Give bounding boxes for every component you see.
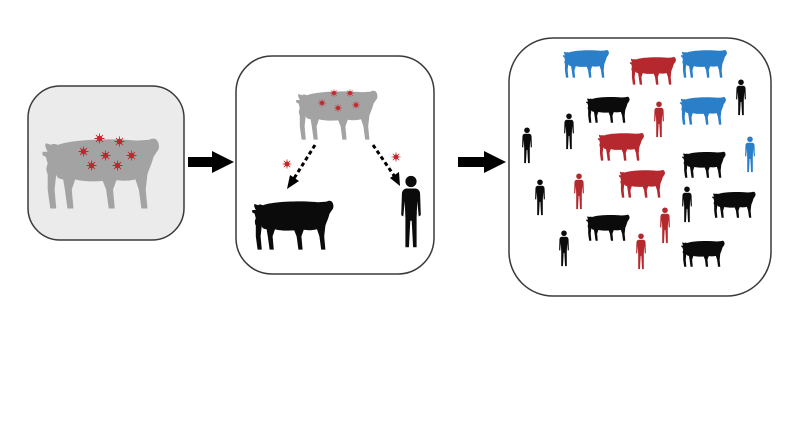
dotted-arrow-icon xyxy=(287,144,317,189)
arrow-right-icon xyxy=(188,151,234,173)
pathogen-icon xyxy=(112,160,123,171)
pathogen-icon xyxy=(346,89,354,97)
pathogen-icon xyxy=(318,99,326,107)
pathogen-icon xyxy=(86,160,97,171)
pathogen-icon xyxy=(126,150,137,161)
dotted-arrow-icon xyxy=(371,144,400,186)
pathogen-icon xyxy=(100,150,111,161)
pathogen-icon xyxy=(78,146,89,157)
pathogen-icon xyxy=(94,133,105,144)
pathogen-icon xyxy=(334,104,342,112)
arrow-right-icon xyxy=(458,151,506,173)
pathogen-icon xyxy=(114,136,125,147)
pathogen-icon xyxy=(330,89,338,97)
pathogen-icon xyxy=(282,159,292,169)
panel-transmission xyxy=(235,55,435,275)
pathogen-icon xyxy=(391,152,401,162)
pathogen-icon xyxy=(352,101,360,109)
